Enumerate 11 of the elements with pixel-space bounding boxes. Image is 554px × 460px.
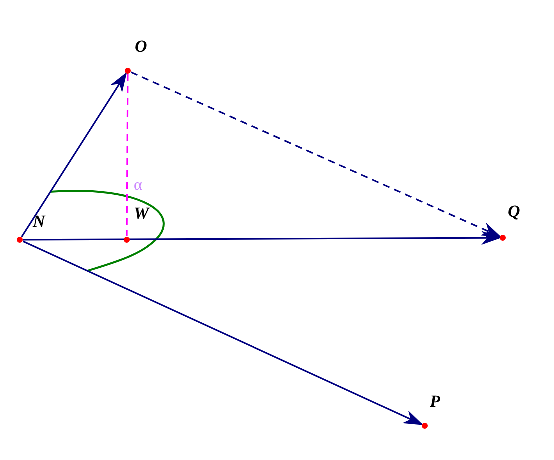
point-label: P: [430, 393, 440, 411]
dashed-line: [126, 74, 129, 236]
vector-arrow: [130, 72, 502, 238]
vector-arrow: [22, 240, 424, 426]
vector-arrow: [24, 231, 502, 246]
point-label: Q: [508, 203, 520, 221]
point-label: O: [135, 38, 148, 56]
angle-label: α: [134, 178, 142, 194]
vector-arrow: [21, 72, 128, 238]
point-label: W: [134, 205, 150, 223]
point-label: N: [33, 213, 46, 231]
